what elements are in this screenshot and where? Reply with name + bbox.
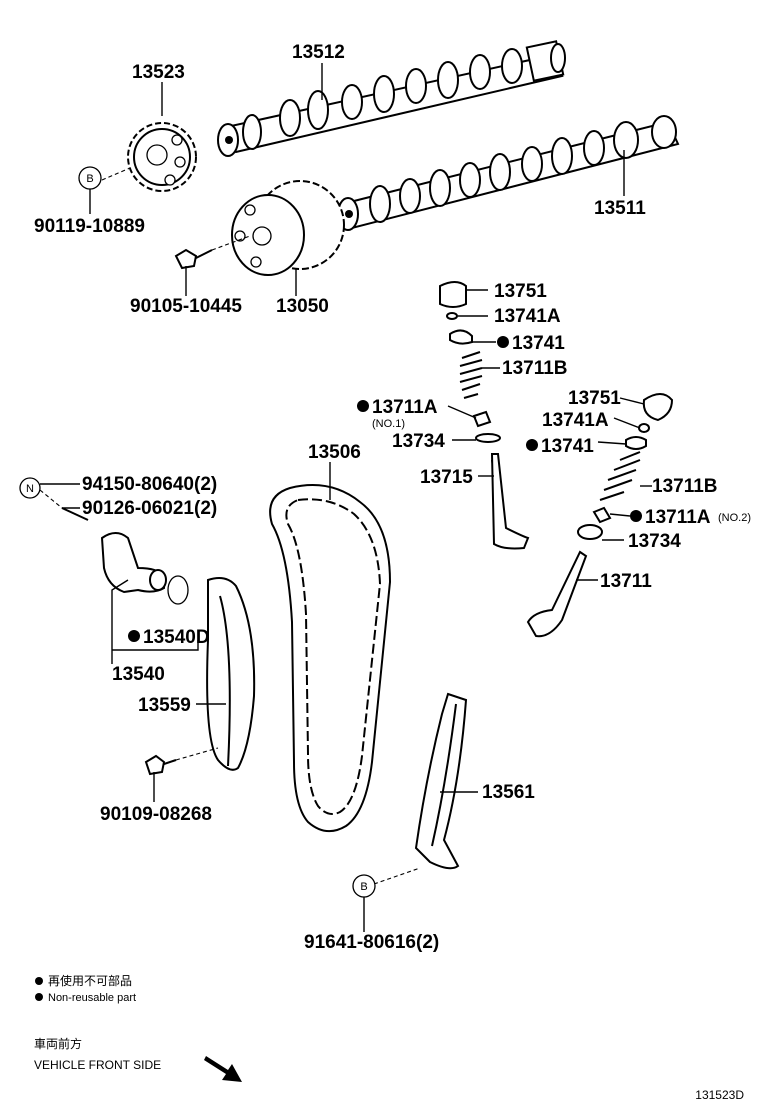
front-en: VEHICLE FRONT SIDE — [34, 1058, 161, 1072]
legend: 再使用不可部品 Non-reusable part — [35, 973, 136, 1004]
cam-sprocket — [127, 122, 197, 192]
svg-text:B: B — [86, 173, 93, 185]
nonreusable-dot-tensioner-gasket — [128, 630, 140, 642]
label-spring-b: 13711B — [652, 476, 718, 497]
legend-dot-jp — [35, 977, 43, 985]
valve-group-a — [439, 281, 530, 550]
label-retainer-a: 13741 — [512, 333, 565, 354]
damper-bolt-line — [373, 867, 421, 885]
svg-text:B: B — [360, 881, 367, 893]
label-lifter-a: 13751 — [494, 281, 547, 302]
label-tensioner-gasket: 13540D — [143, 627, 210, 648]
label-camshaft-exhaust: 13512 — [292, 42, 345, 63]
legend-en: Non-reusable part — [48, 992, 136, 1004]
label-tensioner: 13540 — [112, 664, 165, 685]
label-retainer-b: 13741 — [541, 436, 594, 457]
label-vvt-gear: 13050 — [276, 296, 329, 317]
label-damper: 13561 — [482, 782, 535, 803]
legend-dot-en — [35, 993, 43, 1001]
stud-group — [39, 489, 89, 521]
bolt-slipper — [144, 747, 219, 776]
svg-text:N: N — [26, 483, 34, 495]
label-seal-a-sub: (NO.1) — [372, 418, 405, 430]
label-bolt-sprocket: 90119-10889 — [34, 216, 145, 237]
label-seal-a: 13711A — [372, 397, 438, 418]
label-camshaft-intake: 13511 — [594, 198, 646, 219]
b-marker-bottom: B — [352, 874, 376, 898]
label-seal-b-sub: (NO.2) — [718, 512, 751, 524]
label-o-ring: 94150-80640(2) — [82, 474, 217, 495]
label-shim-b: 13741A — [542, 410, 609, 431]
label-seat-b: 13734 — [628, 531, 681, 552]
nonreusable-dot-seal-a — [357, 400, 369, 412]
legend-jp: 再使用不可部品 — [48, 973, 132, 988]
chain-slipper — [206, 577, 256, 771]
nonreusable-dot-retainer-b — [526, 439, 538, 451]
bolt-vvt — [174, 235, 251, 270]
leader-lines — [40, 63, 652, 932]
nonreusable-dot-seal-b — [630, 510, 642, 522]
label-lifter-b: 13751 — [568, 388, 621, 409]
label-seal-b: 13711A — [645, 507, 711, 528]
chain-tensioner — [100, 532, 189, 605]
label-chain: 13506 — [308, 442, 361, 463]
label-spring-a: 13711B — [502, 358, 568, 379]
front-arrow-icon — [204, 1056, 242, 1082]
valve-group-b — [526, 393, 674, 638]
n-marker: N — [19, 477, 41, 499]
camshaft-exhaust — [217, 40, 566, 157]
front-jp: 車両前方 — [34, 1036, 82, 1051]
nonreusable-dot-retainer-a — [497, 336, 509, 348]
label-bolt-damper: 91641-80616(2) — [304, 932, 439, 953]
label-cam-sprocket: 13523 — [132, 62, 185, 83]
front-side-indicator: 車両前方 VEHICLE FRONT SIDE — [34, 1036, 242, 1082]
chain-damper — [414, 692, 468, 870]
label-shim-a: 13741A — [494, 306, 561, 327]
label-bolt-slipper: 90109-08268 — [100, 804, 212, 825]
label-slipper: 13559 — [138, 695, 191, 716]
timing-chain — [269, 484, 392, 833]
b-marker-top: B — [78, 166, 102, 190]
label-valve-b: 13711 — [600, 571, 652, 592]
vvt-gear — [231, 180, 345, 276]
label-bolt-vvt: 90105-10445 — [130, 296, 242, 317]
figure-code: 131523D — [695, 1088, 744, 1102]
label-valve-a: 13715 — [420, 467, 473, 488]
label-seat-a: 13734 — [392, 431, 445, 452]
label-stud: 90126-06021(2) — [82, 498, 217, 519]
